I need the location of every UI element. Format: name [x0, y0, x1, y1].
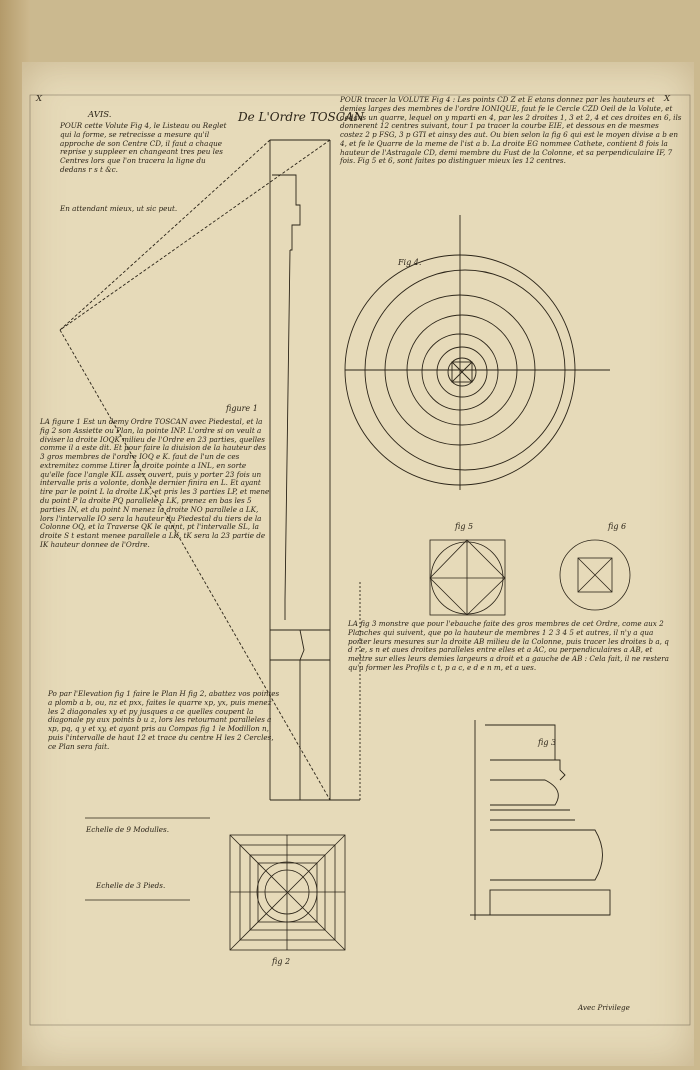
volute-centres-circle — [559, 539, 631, 611]
scale-bars — [85, 817, 210, 901]
fig5-label: fig 5 — [455, 522, 474, 531]
fig2-label: fig 2 — [272, 957, 291, 966]
plate-border — [29, 94, 691, 1026]
fig1-label: figure 1 — [226, 404, 258, 413]
fig3-label: fig 3 — [538, 738, 557, 747]
fig3-description: LA fig 3 monstre que pour l'ebauche fait… — [348, 619, 669, 672]
tuscan-column-elevation — [59, 139, 361, 801]
fig1-description: LA figure 1 Est un demy Ordre TOSCAN ave… — [40, 417, 270, 549]
scale-modules-label: Echelle de 9 Modulles. — [86, 825, 170, 834]
corner-mark-right: X — [664, 94, 671, 104]
avis-title: AVIS. — [88, 110, 112, 120]
plan-description: Po par l'Elevation fig 1 faire le Plan H… — [48, 689, 280, 751]
column-plan — [229, 834, 346, 951]
fig4-label: Fig 4. — [398, 258, 422, 267]
engraved-plate — [22, 62, 694, 1066]
scale-feet-label: Echelle de 3 Pieds. — [96, 881, 166, 890]
ionic-volute — [344, 215, 610, 490]
base-profile — [470, 720, 611, 920]
avis-body: POUR cette Volute Fig 4, le Listeau ou R… — [60, 121, 227, 174]
volute-centres-square — [429, 539, 506, 616]
avis-note: En attendant mieux, ut sic peut. — [60, 204, 178, 213]
corner-mark-left: X — [36, 94, 43, 104]
privilege-note: Avec Privilege — [578, 1003, 630, 1012]
volute-instructions: POUR tracer la VOLUTE Fig 4 : Les points… — [340, 95, 682, 166]
fig6-label: fig 6 — [608, 522, 627, 531]
order-title: De L'Ordre TOSCAN — [238, 110, 365, 124]
